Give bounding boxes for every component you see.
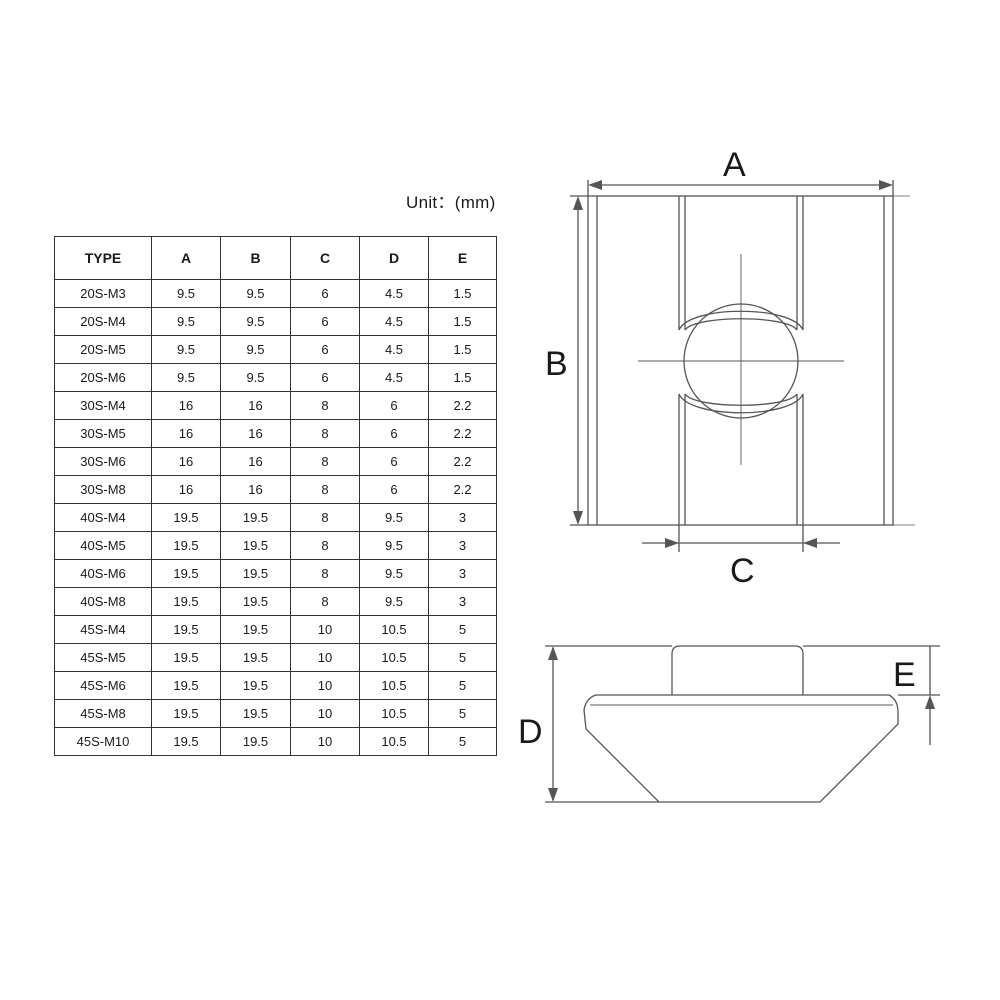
label-e: E xyxy=(893,656,916,694)
label-a: A xyxy=(723,146,746,184)
table-cell: 1.5 xyxy=(428,307,497,336)
table-cell: 5 xyxy=(428,643,497,672)
header-d: D xyxy=(359,236,429,280)
table-cell: 19.5 xyxy=(220,671,291,700)
nut-boss xyxy=(671,645,804,695)
table-cell: 19.5 xyxy=(151,587,221,616)
table-cell: 19.5 xyxy=(220,643,291,672)
table-cell: 20S-M5 xyxy=(54,335,152,364)
label-b: B xyxy=(545,345,568,383)
table-cell: 4.5 xyxy=(359,279,429,308)
nut-body xyxy=(583,694,899,803)
header-type: TYPE xyxy=(54,236,152,280)
table-cell: 4.5 xyxy=(359,307,429,336)
table-cell: 45S-M8 xyxy=(54,699,152,728)
table-cell: 30S-M8 xyxy=(54,475,152,504)
table-cell: 16 xyxy=(220,419,291,448)
table-cell: 8 xyxy=(290,559,360,588)
header-a: A xyxy=(151,236,221,280)
table-cell: 16 xyxy=(151,475,221,504)
dimension-e xyxy=(803,645,940,745)
table-cell: 2.2 xyxy=(428,391,497,420)
dimension-c xyxy=(642,525,840,552)
table-cell: 10.5 xyxy=(359,671,429,700)
unit-label: Unit：(mm) xyxy=(406,193,496,212)
table-cell: 9.5 xyxy=(220,307,291,336)
table-cell: 19.5 xyxy=(151,559,221,588)
table-cell: 10 xyxy=(290,699,360,728)
top-view xyxy=(587,195,894,526)
table-cell: 5 xyxy=(428,727,497,756)
table-cell: 8 xyxy=(290,503,360,532)
dimension-d xyxy=(545,645,672,803)
table-cell: 16 xyxy=(220,447,291,476)
table-cell: 9.5 xyxy=(220,279,291,308)
table-cell: 3 xyxy=(428,531,497,560)
table-cell: 30S-M6 xyxy=(54,447,152,476)
table-cell: 30S-M5 xyxy=(54,419,152,448)
label-c: C xyxy=(730,552,755,590)
table-cell: 16 xyxy=(220,391,291,420)
table-cell: 16 xyxy=(151,419,221,448)
table-cell: 19.5 xyxy=(220,727,291,756)
label-d: D xyxy=(518,713,543,751)
table-cell: 9.5 xyxy=(220,335,291,364)
table-header-row: TYPE A B C D E xyxy=(54,236,497,280)
table-cell: 8 xyxy=(290,475,360,504)
header-e: E xyxy=(428,236,497,280)
table-cell: 6 xyxy=(359,391,429,420)
side-view xyxy=(583,645,899,803)
table-cell: 19.5 xyxy=(220,615,291,644)
table-cell: 6 xyxy=(359,419,429,448)
table-cell: 9.5 xyxy=(359,503,429,532)
table-cell: 20S-M4 xyxy=(54,307,152,336)
table-cell: 9.5 xyxy=(359,587,429,616)
table-cell: 19.5 xyxy=(220,587,291,616)
table-cell: 20S-M6 xyxy=(54,363,152,392)
table-cell: 40S-M6 xyxy=(54,559,152,588)
dimension-a xyxy=(570,180,910,197)
table-cell: 30S-M4 xyxy=(54,391,152,420)
table-cell: 9.5 xyxy=(151,335,221,364)
table-cell: 8 xyxy=(290,447,360,476)
table-cell: 10.5 xyxy=(359,727,429,756)
table-cell: 5 xyxy=(428,615,497,644)
table-cell: 19.5 xyxy=(151,727,221,756)
table-cell: 8 xyxy=(290,391,360,420)
table-cell: 10.5 xyxy=(359,699,429,728)
table-cell: 1.5 xyxy=(428,335,497,364)
table-cell: 40S-M4 xyxy=(54,503,152,532)
table-cell: 19.5 xyxy=(151,503,221,532)
table-cell: 20S-M3 xyxy=(54,279,152,308)
table-cell: 2.2 xyxy=(428,419,497,448)
table-cell: 19.5 xyxy=(151,671,221,700)
table-cell: 10 xyxy=(290,671,360,700)
nut-outline xyxy=(587,195,894,526)
dimension-b xyxy=(570,195,915,526)
